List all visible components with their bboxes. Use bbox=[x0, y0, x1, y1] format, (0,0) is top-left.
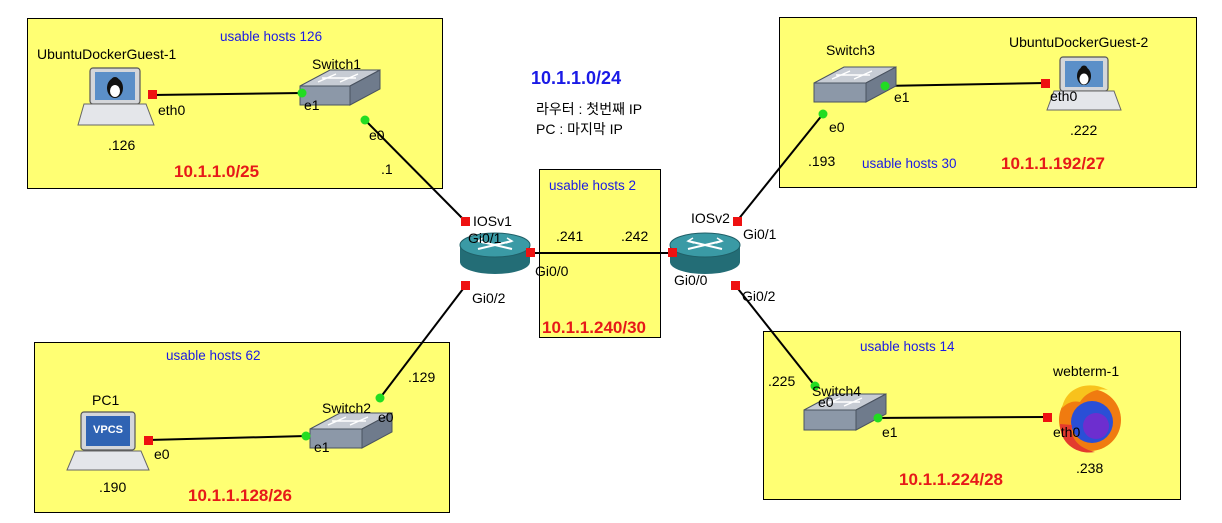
port-iosv2-gi02: Gi0/2 bbox=[742, 288, 776, 304]
switch1-name: Switch1 bbox=[312, 56, 362, 72]
main-subnet-label: 10.1.1.0/24 bbox=[531, 68, 622, 88]
zone-lan3-hosts: usable hosts 30 bbox=[862, 156, 957, 171]
link-iosv2-switch3[interactable] bbox=[736, 113, 824, 222]
ubuntu-docker-guest-2-icon[interactable] bbox=[1046, 56, 1122, 111]
ip-r1-lan1: .1 bbox=[381, 161, 393, 177]
port-dot-switch3-e0 bbox=[818, 109, 828, 119]
port-dot-webterm-eth0 bbox=[1043, 413, 1052, 422]
port-switch2-e0: e0 bbox=[378, 409, 394, 425]
zone-lan4-subnet: 10.1.1.224/28 bbox=[899, 470, 1003, 489]
link-pc1-switch2[interactable] bbox=[147, 435, 307, 441]
ip-r1-p2p: .241 bbox=[556, 228, 584, 244]
zone-lan3-subnet: 10.1.1.192/27 bbox=[1001, 154, 1105, 173]
port-switch3-e0: e0 bbox=[829, 119, 845, 135]
port-dot-iosv1-gi01 bbox=[461, 217, 470, 226]
port-iosv2-gi01: Gi0/1 bbox=[743, 226, 777, 242]
pc1-icon[interactable] bbox=[66, 411, 150, 471]
port-dot-ubuntu1-eth0 bbox=[148, 90, 157, 99]
ip-r2-p2p: .242 bbox=[621, 228, 649, 244]
note-pc-ip: PC : 마지막 IP bbox=[536, 121, 623, 137]
switch3-name: Switch3 bbox=[826, 42, 876, 58]
port-iosv1-gi02: Gi0/2 bbox=[472, 290, 506, 306]
zone-lan1-hosts: usable hosts 126 bbox=[220, 29, 323, 44]
note-router-ip: 라우터 : 첫번째 IP bbox=[536, 101, 643, 117]
port-iosv1-gi00: Gi0/0 bbox=[535, 263, 569, 279]
ip-r2-lan3: .193 bbox=[808, 153, 836, 169]
iosv2-router-icon[interactable] bbox=[669, 232, 741, 274]
link-switch1-iosv1[interactable] bbox=[364, 119, 467, 223]
links bbox=[147, 82, 1048, 441]
port-iosv2-gi00: Gi0/0 bbox=[674, 272, 708, 288]
port-switch4-e1: e1 bbox=[882, 424, 898, 440]
switch2-name: Switch2 bbox=[322, 400, 372, 416]
zone-lan2-subnet: 10.1.1.128/26 bbox=[188, 486, 292, 505]
link-iosv1-switch2[interactable] bbox=[379, 284, 467, 399]
ip-r2-lan4: .225 bbox=[768, 373, 796, 389]
port-dot-pc1-e0 bbox=[144, 436, 153, 445]
ubuntu-docker-guest-1-icon[interactable] bbox=[77, 67, 155, 126]
webterm-firefox-icon[interactable] bbox=[1059, 385, 1121, 453]
port-indicators bbox=[144, 79, 1052, 445]
port-dot-iosv2-gi00 bbox=[668, 248, 677, 257]
ubuntu1-ip: .126 bbox=[108, 137, 136, 153]
port-dot-switch1-e0 bbox=[360, 115, 370, 125]
switch2-icon[interactable] bbox=[309, 412, 393, 449]
port-switch1-e0: e0 bbox=[369, 127, 385, 143]
zone-lan2-hosts: usable hosts 62 bbox=[166, 348, 261, 363]
port-dot-iosv2-gi02 bbox=[731, 281, 740, 290]
port-dot-switch2-e1 bbox=[301, 431, 311, 441]
ubuntu1-name: UbuntuDockerGuest-1 bbox=[37, 46, 177, 62]
switch4-name: Switch4 bbox=[812, 383, 862, 399]
link-switch3-ubuntu2[interactable] bbox=[884, 82, 1046, 87]
link-ubuntu1-switch1[interactable] bbox=[151, 92, 303, 96]
port-dot-switch2-e0 bbox=[375, 393, 385, 403]
port-ubuntu1-eth0: eth0 bbox=[158, 102, 186, 118]
zone-p2p-hosts: usable hosts 2 bbox=[549, 178, 637, 193]
port-pc1-e0: e0 bbox=[154, 446, 170, 462]
ip-r1-lan2: .129 bbox=[408, 369, 436, 385]
port-switch3-e1: e1 bbox=[894, 89, 910, 105]
webterm-ip: .238 bbox=[1076, 460, 1104, 476]
port-switch4-e0: e0 bbox=[818, 394, 834, 410]
iosv1-router-icon[interactable] bbox=[459, 232, 531, 274]
port-dot-switch3-e1 bbox=[880, 81, 890, 91]
port-dot-iosv2-gi01 bbox=[733, 217, 742, 226]
ubuntu2-name: UbuntuDockerGuest-2 bbox=[1009, 34, 1149, 50]
port-switch1-e1: e1 bbox=[304, 97, 320, 113]
zone-p2p-subnet: 10.1.1.240/30 bbox=[542, 318, 646, 337]
switch1-icon[interactable] bbox=[299, 69, 381, 106]
link-switch4-webterm[interactable] bbox=[877, 416, 1048, 419]
pc1-ip: .190 bbox=[99, 479, 127, 495]
port-dot-iosv1-gi02 bbox=[461, 281, 470, 290]
zone-lan1-subnet: 10.1.1.0/25 bbox=[174, 162, 260, 181]
port-dot-switch1-e1 bbox=[297, 88, 307, 98]
port-dot-iosv1-gi00 bbox=[526, 248, 535, 257]
webterm-name: webterm-1 bbox=[1053, 363, 1120, 379]
port-dot-switch4-e1 bbox=[873, 413, 883, 423]
port-switch2-e1: e1 bbox=[314, 439, 330, 455]
iosv1-name: IOSv1 bbox=[473, 213, 512, 229]
ubuntu2-ip: .222 bbox=[1070, 122, 1098, 138]
port-iosv1-gi01: Gi0/1 bbox=[468, 230, 502, 246]
pc1-screen-label: VPCS bbox=[93, 424, 123, 436]
zone-lan4-hosts: usable hosts 14 bbox=[860, 339, 955, 354]
switch4-icon[interactable] bbox=[803, 393, 887, 431]
pc1-name: PC1 bbox=[92, 392, 120, 408]
port-webterm-eth0: eth0 bbox=[1053, 424, 1081, 440]
link-iosv2-switch4[interactable] bbox=[734, 284, 816, 387]
port-ubuntu2-eth0: eth0 bbox=[1050, 88, 1078, 104]
port-dot-switch4-e0 bbox=[810, 381, 820, 391]
port-dot-ubuntu2-eth0 bbox=[1041, 79, 1050, 88]
iosv2-name: IOSv2 bbox=[691, 210, 730, 226]
